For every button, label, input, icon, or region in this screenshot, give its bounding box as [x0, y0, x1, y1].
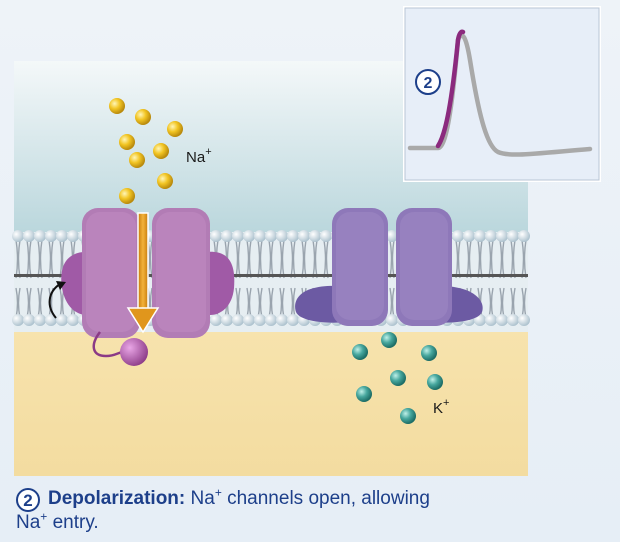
- caption-title: Depolarization:: [48, 488, 186, 509]
- lipid-head: [221, 314, 233, 326]
- sodium-channel: [61, 208, 235, 366]
- potassium-ions: [352, 332, 443, 424]
- potassium-ion: [390, 370, 406, 386]
- inactivation-ball: [120, 338, 148, 366]
- lipid-head: [12, 314, 24, 326]
- lipid-head: [254, 230, 266, 242]
- lipid-head: [386, 230, 398, 242]
- sodium-ion: [119, 188, 135, 204]
- sodium-ion: [157, 173, 173, 189]
- lipid-head: [34, 230, 46, 242]
- lipid-head: [386, 314, 398, 326]
- lipid-head: [507, 230, 519, 242]
- sodium-ion: [153, 143, 169, 159]
- lipid-head: [518, 314, 530, 326]
- lipid-head: [12, 230, 24, 242]
- lipid-head: [221, 230, 233, 242]
- lipid-head: [287, 230, 299, 242]
- lipid-head: [243, 314, 255, 326]
- caption-text-3: Na: [16, 512, 41, 533]
- lipid-head: [45, 230, 57, 242]
- lipid-head: [23, 230, 35, 242]
- lipid-head: [298, 230, 310, 242]
- arrow-down-icon: [126, 212, 160, 334]
- lipid-head: [320, 230, 332, 242]
- lipid-head: [496, 230, 508, 242]
- lipid-head: [67, 314, 79, 326]
- lipid-head: [518, 230, 530, 242]
- caption-text-4: entry.: [47, 512, 99, 533]
- potassium-channel: [295, 208, 483, 326]
- inset-step-badge: [415, 69, 441, 95]
- lipid-head: [232, 314, 244, 326]
- lipid-head: [287, 314, 299, 326]
- lipid-head: [210, 230, 222, 242]
- lipid-head: [243, 230, 255, 242]
- lipid-head: [507, 314, 519, 326]
- lipid-head: [265, 314, 277, 326]
- sodium-ions: [109, 98, 183, 204]
- lipid-head: [23, 314, 35, 326]
- lipid-head: [276, 230, 288, 242]
- intracellular-space: [14, 330, 528, 476]
- caption-sup-2: +: [40, 509, 48, 524]
- caption-text-2: channels open, allowing: [221, 488, 430, 509]
- caption-sup-1: +: [214, 485, 222, 500]
- sodium-ion: [129, 152, 145, 168]
- lipid-head: [496, 314, 508, 326]
- action-potential-rising-phase: [435, 29, 466, 149]
- potassium-label: K+: [433, 397, 449, 417]
- potassium-ion: [356, 386, 372, 402]
- potassium-ion: [381, 332, 397, 348]
- sodium-ion: [119, 134, 135, 150]
- caption-text-1: Na: [190, 488, 215, 509]
- potassium-ion: [352, 344, 368, 360]
- potassium-ion: [400, 408, 416, 424]
- lipid-head: [56, 314, 68, 326]
- membrane-midline: [14, 274, 528, 277]
- lipid-head: [276, 314, 288, 326]
- caption-step-badge: 2: [16, 488, 40, 512]
- lipid-head: [452, 230, 464, 242]
- lipid-head: [463, 230, 475, 242]
- lipid-head: [232, 230, 244, 242]
- lipid-head: [474, 230, 486, 242]
- lipid-head: [34, 314, 46, 326]
- action-potential-inset: 2: [403, 6, 601, 182]
- lipid-head: [56, 230, 68, 242]
- lipid-head: [485, 230, 497, 242]
- potassium-ion: [421, 345, 437, 361]
- sodium-ion: [167, 121, 183, 137]
- lipid-head: [265, 230, 277, 242]
- sodium-label: Na+: [186, 146, 212, 166]
- lipid-head: [485, 314, 497, 326]
- lipid-head: [309, 230, 321, 242]
- lipid-head: [254, 314, 266, 326]
- lipid-head: [474, 314, 486, 326]
- curved-arrow-icon: [48, 281, 66, 319]
- sodium-ion: [109, 98, 125, 114]
- sodium-ion: [135, 109, 151, 125]
- lipid-head: [210, 314, 222, 326]
- potassium-ion: [427, 374, 443, 390]
- inset-step-number: 2: [424, 75, 433, 92]
- lipid-head: [67, 230, 79, 242]
